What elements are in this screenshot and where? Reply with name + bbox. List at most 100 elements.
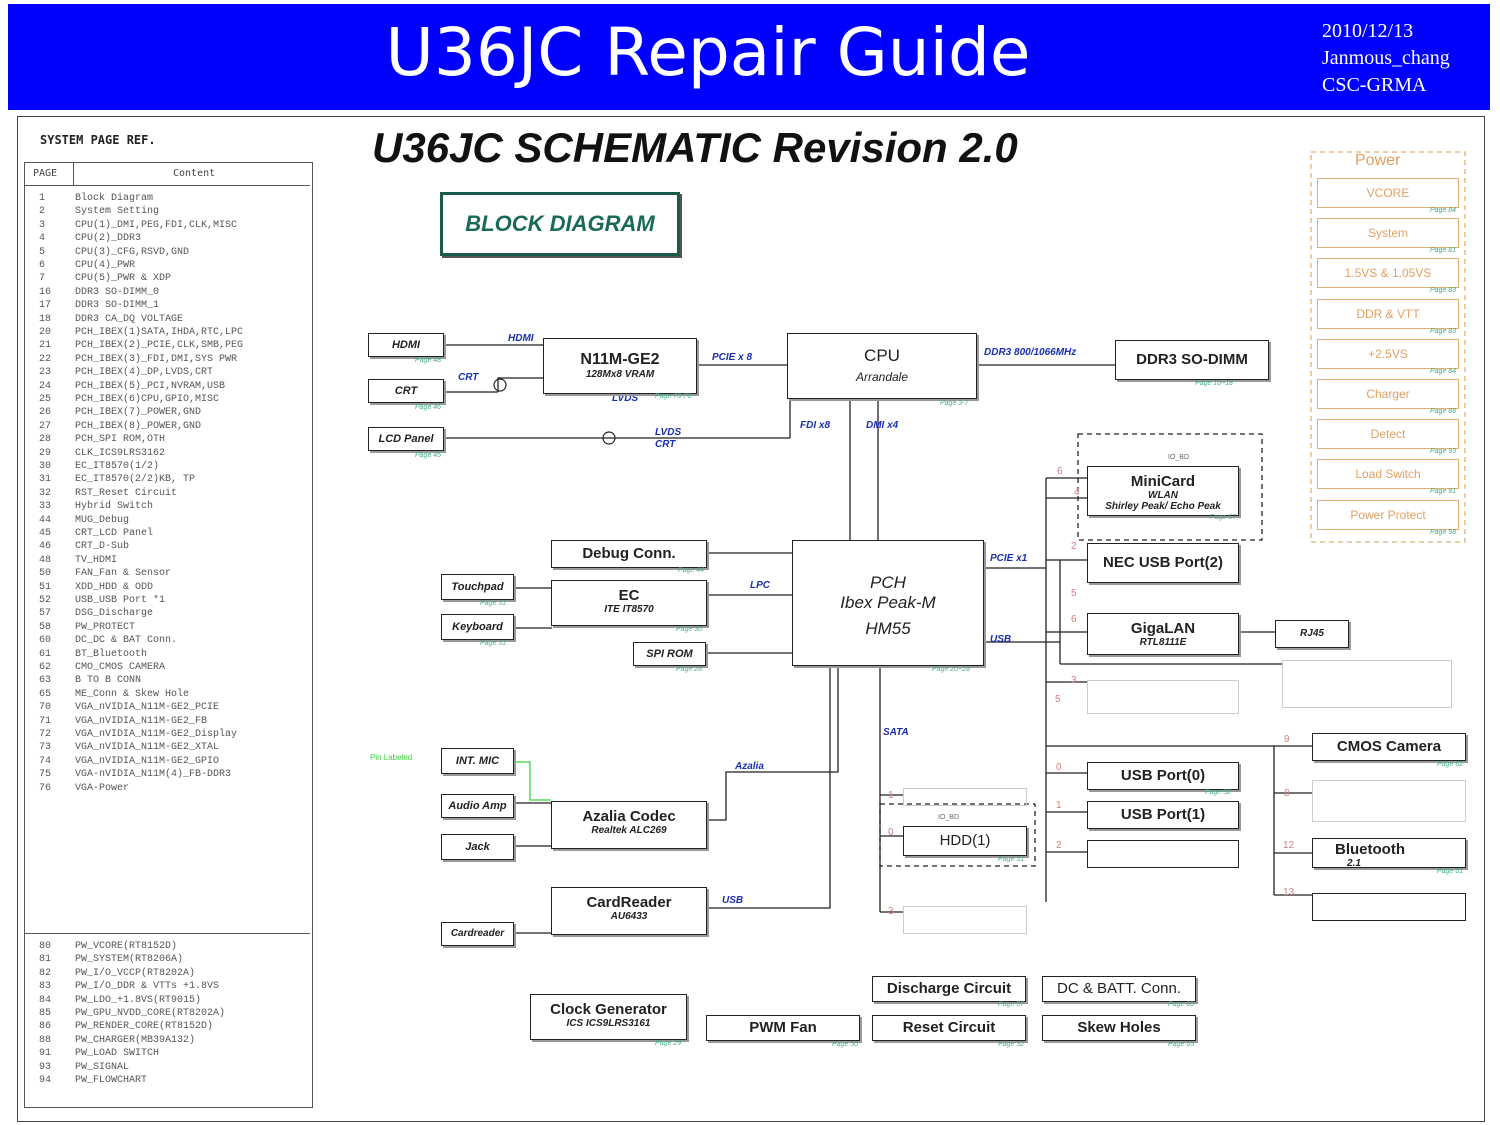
- pageref-page: 21: [39, 340, 52, 352]
- sig-azalia: Azalia: [735, 761, 764, 772]
- port-num: 13: [1283, 887, 1295, 898]
- pageref-content: PW_FLOWCHART: [75, 1075, 148, 1086]
- touchpad-label: Touchpad: [451, 581, 504, 593]
- pageref-content: RST_Reset Circuit: [75, 487, 178, 499]
- pageref-content: PW_LOAD SWITCH: [75, 1048, 160, 1060]
- rj45-label: RJ45: [1300, 628, 1324, 639]
- pageref-content: DC_DC & BAT Conn.: [75, 635, 178, 647]
- empty-port-13: [1312, 893, 1466, 921]
- pageref-page: 4: [39, 233, 46, 245]
- pageref-content: VGA_nVIDIA_N11M-GE2_Display: [75, 729, 238, 740]
- sig-usb2: USB: [722, 895, 744, 906]
- port-num: 0: [1056, 762, 1062, 773]
- block-diagram-label: BLOCK DIAGRAM: [440, 192, 680, 256]
- rj45-block: RJ45: [1275, 620, 1349, 648]
- pageref-content: PW_GPU_NVDD_CORE(RT8202A): [75, 1008, 226, 1019]
- pageref-page: 61: [39, 648, 52, 660]
- pageref-content: VGA_nVIDIA_N11M-GE2_XTAL: [75, 742, 220, 754]
- lcd-block: LCD Panel: [368, 427, 444, 451]
- pageref-page: 6: [39, 260, 46, 271]
- pch-page: Page 20~28: [932, 666, 970, 673]
- usb0-label: USB Port(0): [1120, 767, 1206, 784]
- sig-fdi: FDI x8: [800, 420, 831, 431]
- pageref-content: PW_CHARGER(MB39A132): [75, 1034, 196, 1046]
- sig-crt2: CRT: [655, 439, 676, 450]
- pageref-page: 25: [39, 394, 52, 405]
- pageref-content: EC_IT8570(2/2)KB, TP: [75, 474, 196, 486]
- pageref-page: 88: [39, 1034, 52, 1046]
- gigalan-sub: RTL8111E: [1139, 637, 1187, 648]
- power-item-page: Page 83: [1430, 287, 1457, 295]
- sig-hdmi: HDMI: [508, 333, 534, 344]
- hdd-page: Page 51: [998, 856, 1025, 863]
- pageref-content: VGA_nVIDIA_N11M-GE2_PCIE: [75, 702, 220, 714]
- pageref-content: BT_Bluetooth: [75, 648, 148, 660]
- pageref-page: 50: [39, 568, 52, 580]
- pageref-content: MUG_Debug: [75, 514, 130, 526]
- schematic-title: U36JC SCHEMATIC Revision 2.0: [372, 124, 1018, 171]
- pageref-page: 7: [39, 273, 46, 285]
- sig-pcie16: PCIE x 8: [712, 352, 753, 363]
- usb1-block: USB Port(1): [1087, 801, 1239, 829]
- io-bd-label: IO_BD: [1168, 454, 1190, 461]
- pageref-content: VGA_nVIDIA_N11M-GE2_GPIO: [75, 755, 220, 767]
- jack-block: Jack: [441, 834, 514, 860]
- empty-sata-1: [903, 788, 1027, 806]
- clockgen-label: Clock Generator: [550, 1001, 667, 1018]
- keyboard-block: Keyboard: [441, 614, 514, 640]
- pageref-page: 24: [39, 380, 52, 392]
- pageref-content: VGA_nVIDIA_N11M-GE2_FB: [75, 715, 208, 727]
- pageref-page: 1: [39, 193, 46, 204]
- pageref-page: 84: [39, 994, 52, 1006]
- pageref-page: 94: [39, 1075, 52, 1086]
- usb2-empty: [1087, 840, 1239, 868]
- pageref-page: 65: [39, 688, 52, 700]
- port-num: 2: [1071, 541, 1077, 552]
- schematic-sheet: [17, 116, 1485, 1122]
- power-item-page: Page 84: [1430, 207, 1457, 214]
- port-num: 5: [1071, 588, 1077, 599]
- pageref-page: 86: [39, 1021, 52, 1033]
- bluetooth-block: Bluetooth 2.1: [1312, 838, 1466, 869]
- cmos-page: Page 62: [1437, 761, 1464, 768]
- power-item: 1.5VS & 1.05VS: [1317, 258, 1459, 289]
- pageref-page: 29: [39, 447, 52, 459]
- power-item-page: Page 81: [1430, 247, 1457, 255]
- audio-amp-label: Audio Amp: [448, 800, 507, 812]
- banner-dept: CSC-GRMA: [1322, 74, 1427, 96]
- power-item: System: [1317, 218, 1459, 249]
- crt-page: Page 46: [415, 404, 442, 411]
- port-num: 3: [888, 906, 894, 917]
- azalia-label: Azalia Codec: [582, 808, 676, 825]
- cardreader-block: CardReader AU6433: [551, 887, 707, 935]
- power-item-page: Page 93: [1430, 448, 1457, 456]
- crt-block: CRT: [368, 379, 444, 403]
- pageref-content: System Setting: [75, 206, 160, 218]
- lcd-label: LCD Panel: [378, 433, 434, 445]
- pageref-content: PCH_IBEX(8)_POWER,GND: [75, 420, 202, 432]
- pageref-content: PW_I/O_DDR & VTTs +1.8VS: [75, 981, 220, 993]
- pageref-page: 20: [39, 327, 52, 338]
- pageref-content: TV_HDMI: [75, 554, 118, 566]
- port-num: 8: [1284, 788, 1290, 799]
- usb1-label: USB Port(1): [1120, 806, 1206, 823]
- int-mic-block: INT. MIC: [441, 748, 514, 774]
- power-item-page: Page 88: [1430, 408, 1457, 415]
- port-num: 2: [1056, 840, 1062, 851]
- clockgen-block: Clock Generator ICS ICS9LRS3161: [530, 994, 687, 1040]
- power-item: Load Switch: [1317, 459, 1459, 490]
- pageref-header: PAGE Content: [25, 163, 310, 186]
- pageref-page: 81: [39, 954, 52, 966]
- discharge-block: Discharge Circuit: [872, 976, 1026, 1002]
- pageref-page: 31: [39, 474, 52, 486]
- pch-block: PCH Ibex Peak-M HM55: [792, 540, 984, 666]
- ddr-block: DDR3 SO-DIMM: [1115, 340, 1269, 380]
- pageref-page: 93: [39, 1061, 52, 1073]
- pageref-page: 45: [39, 528, 52, 539]
- cpu-page: Page 3-7: [940, 400, 969, 407]
- power-item: Detect: [1317, 419, 1459, 450]
- cardreader-conn-label: Cardreader: [450, 928, 505, 939]
- pageref-content: FAN_Fan & Sensor: [75, 568, 172, 580]
- pageref-page: 62: [39, 662, 52, 673]
- power-item-page: Page 58: [1430, 528, 1457, 536]
